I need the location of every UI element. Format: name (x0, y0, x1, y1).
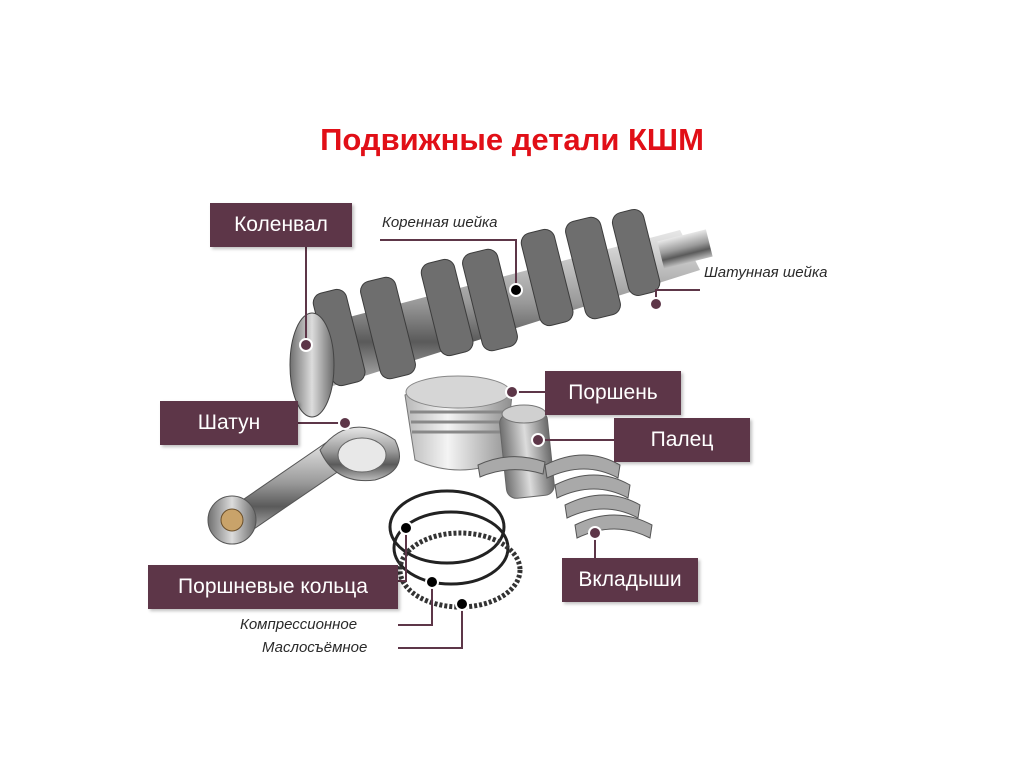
oil-ring-marker (455, 597, 469, 611)
piston-rings-image (388, 489, 523, 610)
piston-rings-label: Поршневые кольца (148, 565, 398, 609)
piston-label: Поршень (545, 371, 681, 415)
diagram-title: Подвижные детали КШМ (320, 122, 704, 157)
crankshaft-label: Коленвал (210, 203, 352, 247)
rod-journal-marker (649, 297, 663, 311)
pin-label: Палец (614, 418, 750, 462)
crankshaft-marker (299, 338, 313, 352)
connecting-rod-marker (338, 416, 352, 430)
pin-marker (531, 433, 545, 447)
compression-ring-label: Компрессионное (240, 616, 358, 633)
connecting-rod-label: Шатун (160, 401, 298, 445)
main-journal-marker (509, 283, 523, 297)
piston-image (404, 375, 513, 471)
piston-rings-marker (399, 521, 413, 535)
leader-lines (298, 239, 700, 649)
main-journal-label: Коренная шейка (382, 214, 498, 231)
piston-pin-image (499, 404, 555, 499)
bearings-marker (588, 526, 602, 540)
bearings-label: Вкладыши (562, 558, 698, 602)
piston-marker (505, 385, 519, 399)
crankshaft-image (289, 208, 713, 418)
compression-ring-marker (425, 575, 439, 589)
rod-journal-label: Шатунная шейка (704, 264, 828, 281)
marker-dots (299, 283, 663, 611)
oil-ring-label: Маслосъёмное (262, 639, 368, 656)
connecting-rod-image (207, 426, 400, 545)
